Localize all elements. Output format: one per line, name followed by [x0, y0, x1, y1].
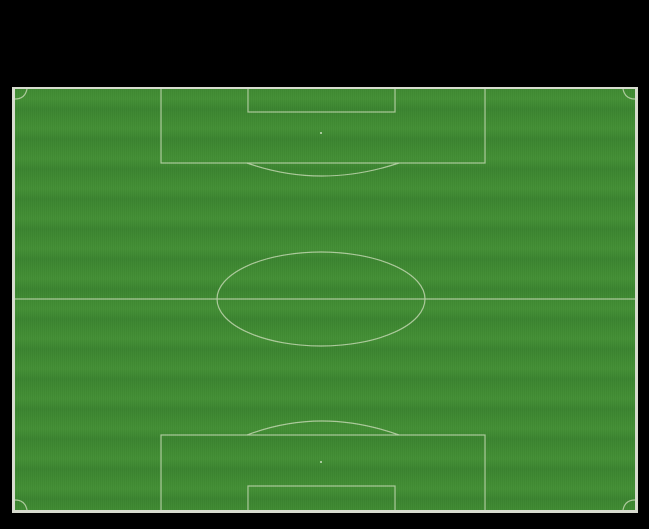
corner-arc-bottom-right	[622, 499, 635, 510]
pitch-markings	[15, 89, 635, 510]
top-penalty-spot	[320, 132, 322, 134]
bottom-penalty-arc	[246, 420, 400, 436]
bottom-penalty-area	[160, 434, 486, 510]
pitch-border	[12, 87, 638, 513]
bottom-goal-area	[247, 485, 396, 510]
football-pitch	[15, 89, 635, 510]
top-goal-area	[247, 89, 396, 113]
bottom-penalty-spot	[320, 461, 322, 463]
center-circle	[216, 251, 426, 347]
corner-arc-bottom-left	[15, 499, 28, 510]
corner-arc-top-left	[15, 89, 28, 100]
top-penalty-area	[160, 89, 486, 164]
top-penalty-arc	[246, 162, 400, 177]
corner-arc-top-right	[622, 89, 635, 100]
